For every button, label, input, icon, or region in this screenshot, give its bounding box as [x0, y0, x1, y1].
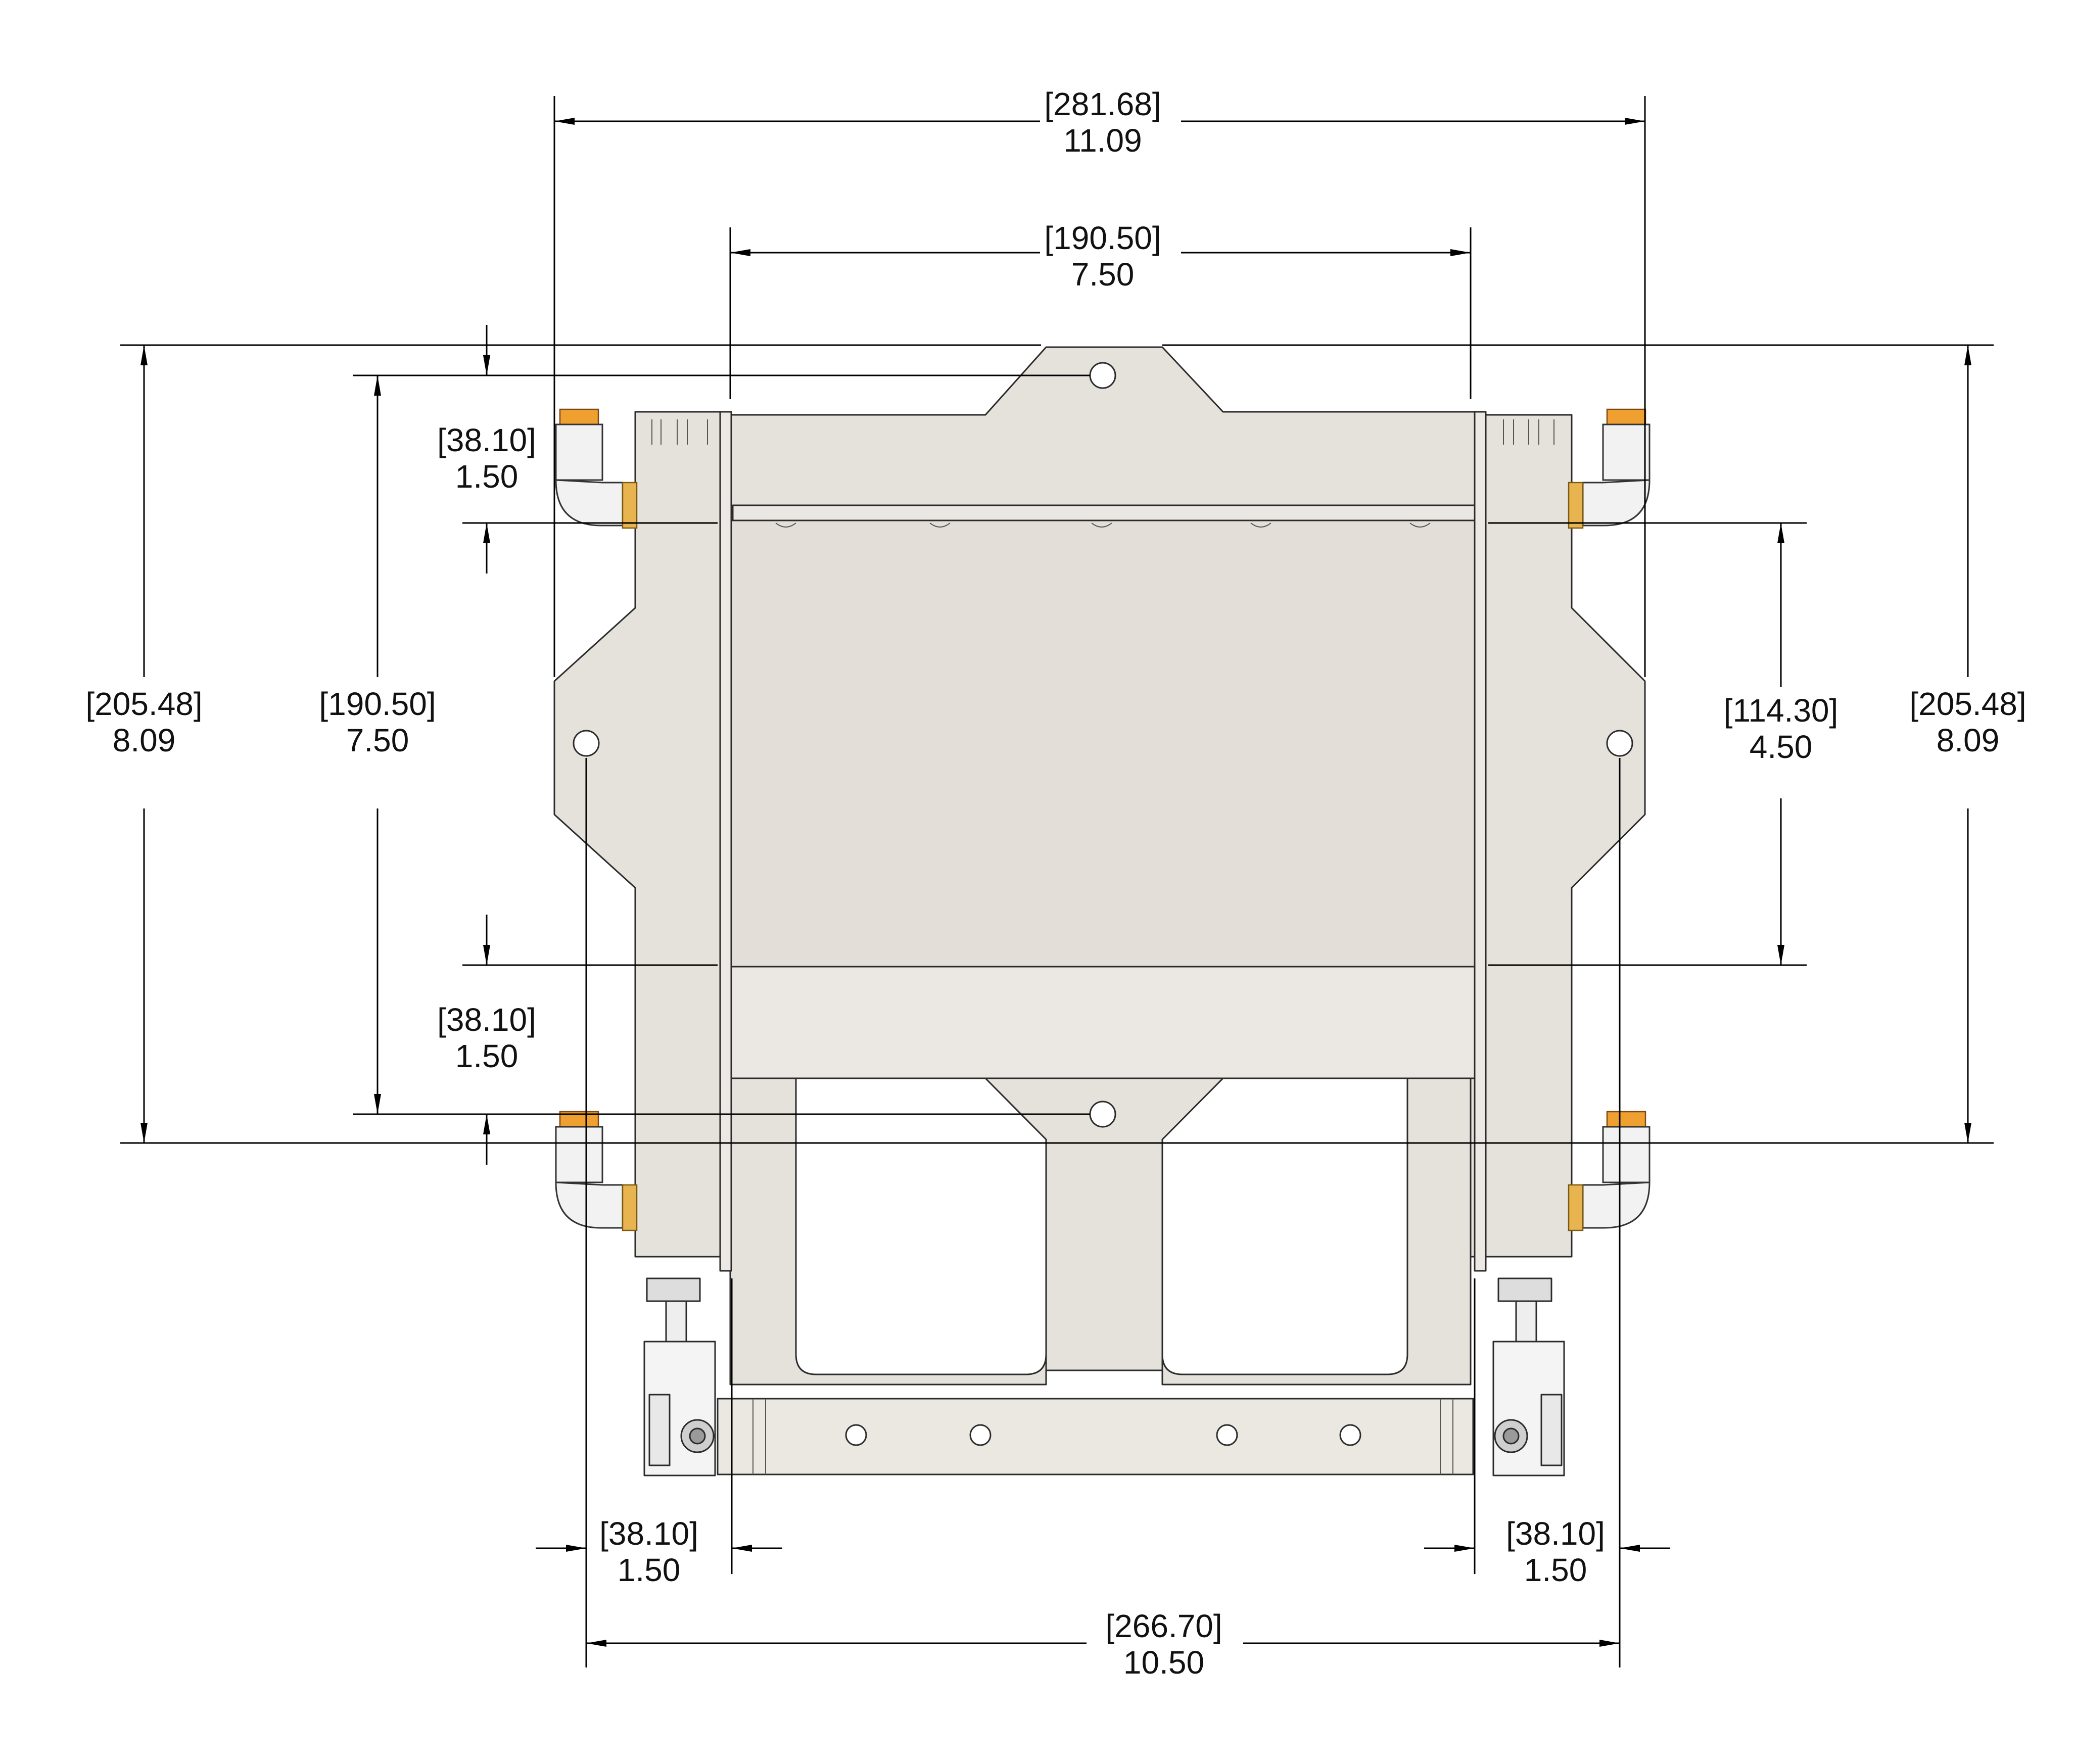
- left-hole: [573, 730, 600, 757]
- dimension-labels: [281.68] 11.09 [190.50] 7.50 [205.48] 8.…: [85, 86, 2026, 1681]
- dim-left-holes-in: 7.50: [346, 722, 409, 758]
- base-hole-4: [1339, 1424, 1361, 1446]
- dim-left-bottom-offset-mm: [38.10]: [437, 1002, 536, 1038]
- dim-top-inner-mm: [190.50]: [1044, 220, 1161, 256]
- right-rail: [1474, 411, 1487, 1272]
- dim-left-overall-in: 8.09: [113, 722, 176, 758]
- dim-bottom-left-in: 1.50: [618, 1552, 681, 1588]
- dim-bottom-overall-mm: [266.70]: [1105, 1608, 1222, 1644]
- mounting-assembly: [553, 346, 1651, 1476]
- dim-top-overall-mm: [281.68]: [1044, 86, 1161, 122]
- top-hole: [1089, 362, 1116, 389]
- dim-left-bottom-offset-in: 1.50: [455, 1038, 518, 1074]
- inner-panel: [729, 519, 1477, 968]
- fitting-bottom-left: [555, 1111, 638, 1231]
- fitting-bottom-right: [1568, 1111, 1651, 1231]
- dim-right-overall-in: 8.09: [1937, 722, 2000, 758]
- extension-lines: [120, 96, 1994, 1667]
- dimension-lines: [140, 118, 1971, 1647]
- upper-crossbar: [732, 504, 1477, 521]
- dim-bottom-right-in: 1.50: [1524, 1552, 1587, 1588]
- dim-right-overall-mm: [205.48]: [1909, 686, 2026, 722]
- bottom-hole: [1089, 1101, 1116, 1128]
- dim-bottom-left-mm: [38.10]: [599, 1515, 698, 1552]
- dim-top-overall-in: 11.09: [1063, 122, 1142, 159]
- dim-left-holes-mm: [190.50]: [319, 686, 436, 722]
- dim-left-top-offset-mm: [38.10]: [437, 422, 536, 458]
- dim-bottom-right-mm: [38.10]: [1506, 1515, 1605, 1552]
- bottom-right-clamp: [1492, 1277, 1565, 1476]
- left-rail: [719, 411, 732, 1272]
- right-hole: [1606, 730, 1633, 757]
- dim-left-overall-mm: [205.48]: [85, 686, 202, 722]
- dim-right-inner-mm: [114.30]: [1724, 692, 1839, 729]
- lower-frame-right-leg: [1161, 1077, 1472, 1386]
- fitting-top-right: [1568, 408, 1651, 529]
- crossbar-bolts: [775, 522, 1431, 528]
- base-hole-2: [969, 1424, 992, 1446]
- base-hole-3: [1216, 1424, 1238, 1446]
- dim-left-top-offset-in: 1.50: [455, 458, 518, 495]
- dim-bottom-overall-in: 10.50: [1123, 1644, 1204, 1681]
- rail-slots: [651, 419, 1554, 445]
- dim-top-inner-in: 7.50: [1071, 256, 1135, 293]
- lower-crossbar: [729, 966, 1477, 1079]
- lower-frame-left-leg: [729, 1077, 1047, 1386]
- dim-right-inner-in: 4.50: [1750, 729, 1813, 765]
- base-hole-1: [845, 1424, 867, 1446]
- fitting-top-left: [555, 408, 638, 529]
- bottom-left-clamp: [643, 1277, 716, 1476]
